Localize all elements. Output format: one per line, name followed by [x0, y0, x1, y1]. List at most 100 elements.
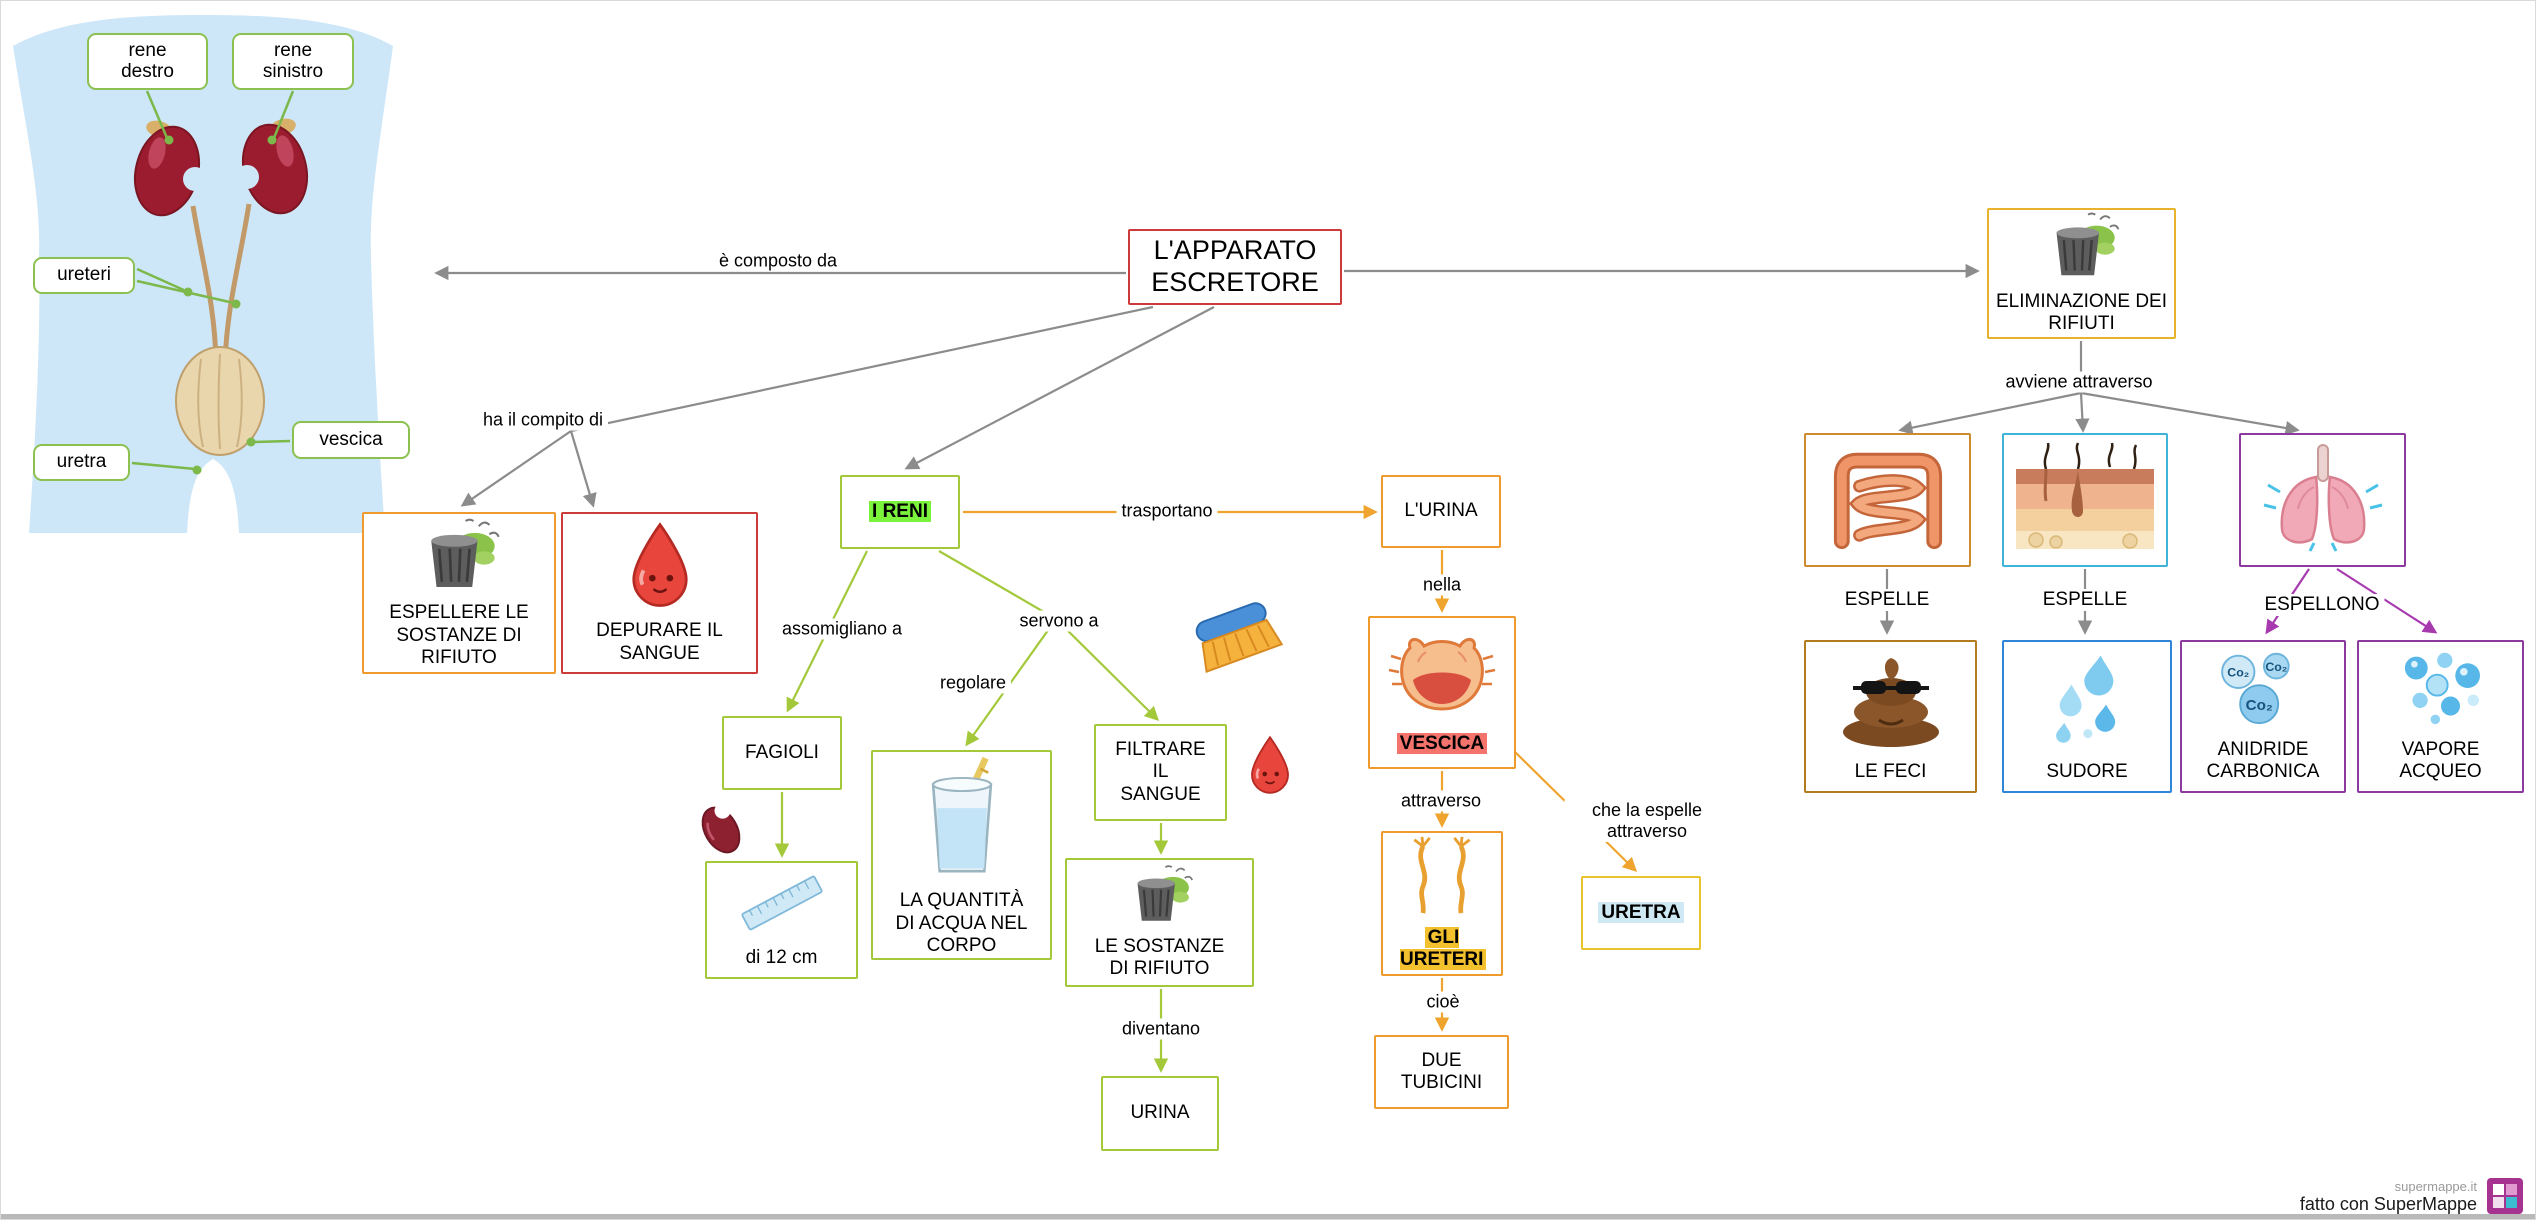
anatomy-label-text: vescica [319, 428, 383, 450]
vapor-bubbles-icon [2391, 649, 2491, 733]
window-bottom-edge [1, 1214, 2535, 1219]
trash-waste-icon [415, 517, 503, 597]
anatomy-label-text: rene destro [121, 39, 174, 82]
supermappe-credit: fatto con SuperMappe [2299, 1194, 2477, 1214]
node-text: FAGIOLI [745, 741, 819, 763]
node-text: ANIDRIDE CARBONICA [2206, 738, 2320, 783]
node-espellere-sostanze[interactable]: ESPELLERE LE SOSTANZE DI RIFIUTO [362, 512, 556, 674]
water-glass-icon [912, 753, 1012, 885]
node-text: I RENI [869, 500, 931, 522]
node-polmoni-picture[interactable] [2239, 433, 2406, 567]
node-sostanze-rifiuto[interactable]: LE SOSTANZE DI RIFIUTO [1065, 858, 1254, 987]
kidneys-illustration [134, 118, 308, 217]
node-l-urina[interactable]: L'URINA [1381, 475, 1501, 548]
node-text: SUDORE [2046, 761, 2128, 782]
node-text: L'APPARATO ESCRETORE [1151, 235, 1319, 297]
edge-label-servono[interactable]: servono a [1014, 610, 1104, 632]
edge-label-diventano[interactable]: diventano [1116, 1018, 1206, 1040]
sweat-drops-icon [2034, 650, 2140, 756]
node-text: LE SOSTANZE DI RIFIUTO [1094, 935, 1225, 980]
edge-label-espelle-2[interactable]: ESPELLE [2037, 589, 2133, 611]
node-text: L'URINA [1404, 500, 1478, 522]
node-text: di 12 cm [745, 946, 818, 968]
node-i-reni[interactable]: I RENI [840, 475, 960, 549]
gray-links [434, 263, 2300, 635]
node-text: URINA [1130, 1102, 1190, 1124]
edge-label-compito[interactable]: ha il compito di [477, 409, 609, 431]
edge-label-regolare[interactable]: regolare [934, 672, 1012, 694]
node-urina[interactable]: URINA [1101, 1076, 1219, 1151]
node-vapore-acqueo[interactable]: VAPORE ACQUEO [2357, 640, 2524, 793]
skin-illustration [2010, 439, 2160, 561]
ureters-bladder-illustration [175, 203, 265, 456]
node-eliminazione-rifiuti[interactable]: ELIMINAZIONE DEI RIFIUTI [1987, 208, 2176, 339]
broom-icon [1186, 599, 1291, 689]
anatomy-pointer-dots [164, 135, 277, 475]
node-fagioli[interactable]: FAGIOLI [722, 716, 842, 790]
node-di-12-cm[interactable]: di 12 cm [705, 861, 858, 979]
node-text: DUE TUBICINI [1400, 1049, 1483, 1093]
small-blood-drop-icon [1246, 734, 1294, 801]
edge-label-espelle-attraverso[interactable]: che la espelle attraverso [1564, 800, 1730, 842]
trash-waste-icon [1124, 864, 1196, 930]
node-text: VAPORE ACQUEO [2399, 738, 2482, 783]
co2-label: Co₂ [2265, 660, 2287, 674]
anatomy-label-rene-destro[interactable]: rene destro [87, 33, 208, 90]
node-quantita-acqua[interactable]: LA QUANTITÀ DI ACQUA NEL CORPO [871, 750, 1052, 960]
node-apparato-escretore[interactable]: L'APPARATO ESCRETORE [1128, 229, 1342, 305]
bean-icon [691, 797, 751, 868]
edge-label-espelle-1[interactable]: ESPELLE [1839, 589, 1935, 611]
supermappe-site-label: supermappe.it [2394, 1179, 2477, 1194]
edge-label-assomigliano[interactable]: assomigliano a [776, 618, 908, 640]
node-pelle-picture[interactable] [2002, 433, 2168, 567]
node-uretra[interactable]: URETRA [1581, 876, 1701, 950]
node-anidride-carbonica[interactable]: Co₂ Co₂ Co₂ ANIDRIDE CARBONICA [2180, 640, 2346, 793]
blood-drop-icon [625, 521, 695, 615]
lungs-illustration [2248, 439, 2398, 561]
co2-label: Co₂ [2227, 666, 2249, 680]
intestine-illustration [1813, 439, 1963, 561]
anatomy-label-ureteri[interactable]: ureteri [33, 257, 135, 294]
co2-label: Co₂ [2246, 697, 2273, 714]
node-text: DEPURARE IL SANGUE [596, 620, 723, 664]
node-text: FILTRARE IL SANGUE [1115, 738, 1206, 805]
anatomy-label-uretra[interactable]: uretra [33, 444, 130, 481]
anatomy-label-rene-sinistro[interactable]: rene sinistro [232, 33, 354, 90]
anatomy-label-text: ureteri [57, 264, 111, 286]
anatomy-label-vescica[interactable]: vescica [292, 421, 410, 459]
poop-icon [1835, 650, 1947, 756]
node-text: LA QUANTITÀ DI ACQUA NEL CORPO [895, 890, 1028, 956]
anatomy-label-text: uretra [56, 451, 107, 473]
edge-label-espellono[interactable]: ESPELLONO [2259, 594, 2385, 616]
ruler-icon [719, 871, 845, 941]
node-depurare-sangue[interactable]: DEPURARE IL SANGUE [561, 512, 758, 674]
edge-label-trasportano[interactable]: trasportano [1116, 500, 1218, 522]
trash-waste-icon [2042, 211, 2122, 285]
edge-label-avviene[interactable]: avviene attraverso [2000, 371, 2158, 393]
node-gli-ureteri[interactable]: GLI URETERI [1381, 831, 1503, 976]
anatomy-label-text: rene sinistro [262, 39, 324, 82]
ureters-illustration [1394, 835, 1490, 921]
co2-bubbles-icon: Co₂ Co₂ Co₂ [2213, 649, 2313, 733]
node-vescica[interactable]: VESCICA [1368, 616, 1516, 769]
node-le-feci[interactable]: LE FECI [1804, 640, 1977, 793]
node-due-tubicini[interactable]: DUE TUBICINI [1374, 1035, 1509, 1109]
node-sudore[interactable]: SUDORE [2002, 640, 2172, 793]
node-text: ESPELLERE LE SOSTANZE DI RIFIUTO [389, 602, 529, 668]
bladder-illustration [1383, 630, 1501, 728]
node-text: VESCICA [1396, 733, 1488, 754]
orange-links [963, 504, 1638, 1032]
node-filtrare-sangue[interactable]: FILTRARE IL SANGUE [1094, 724, 1227, 821]
supermappe-logo [2487, 1178, 2523, 1219]
node-text: ELIMINAZIONE DEI RIFIUTI [1995, 290, 2168, 335]
anatomy-pointer-lines [131, 90, 295, 471]
edge-label-nella[interactable]: nella [1417, 574, 1467, 596]
node-intestino-picture[interactable] [1804, 433, 1971, 567]
edge-label-attraverso[interactable]: attraverso [1395, 790, 1487, 812]
edge-label-cioe[interactable]: cioè [1421, 991, 1465, 1013]
edge-label-composto[interactable]: è composto da [713, 250, 843, 272]
node-text: LE FECI [1854, 761, 1927, 782]
node-text: GLI URETERI [1400, 926, 1487, 971]
